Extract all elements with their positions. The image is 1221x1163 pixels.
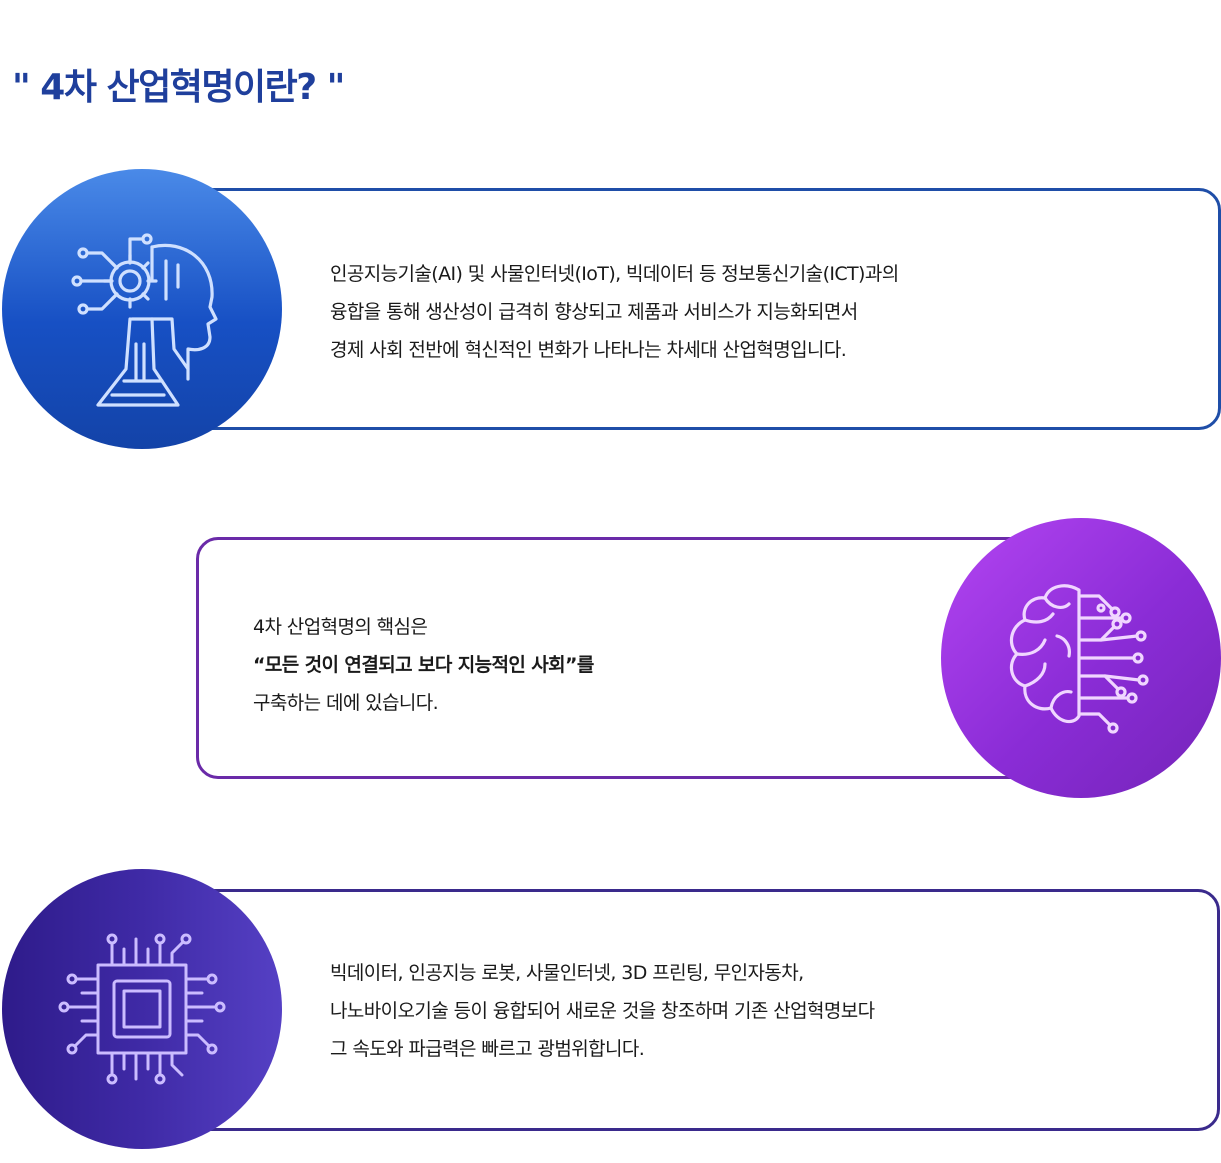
card-text: 빅데이터, 인공지능 로봇, 사물인터넷, 3D 프린팅, 무인자동차, 나노바… [330,954,875,1068]
card-text-line: 구축하는 데에 있습니다. [253,692,439,714]
card-text-line: 경제 사회 전반에 혁신적인 변화가 나타나는 차세대 산업혁명입니다. [330,339,847,361]
card-text-line: 나노바이오기술 등이 융합되어 새로운 것을 창조하며 기존 산업혁명보다 [330,1000,875,1022]
card-text-line: 그 속도와 파급력은 빠르고 광범위합니다. [330,1038,645,1060]
card-text-line: 인공지능기술(AI) 및 사물인터넷(IoT), 빅데이터 등 정보통신기술(I… [330,263,899,285]
page-title: " 4차 산업혁명이란? " [12,67,345,108]
card-text: 인공지능기술(AI) 및 사물인터넷(IoT), 빅데이터 등 정보통신기술(I… [330,255,899,369]
info-card-technologies: 빅데이터, 인공지능 로봇, 사물인터넷, 3D 프린팅, 무인자동차, 나노바… [140,889,1220,1131]
card-text-line: 융합을 통해 생산성이 급격히 향상되고 제품과 서비스가 지능화되면서 [330,301,858,323]
card-text: 4차 산업혁명의 핵심은 “모든 것이 연결되고 보다 지능적인 사회”를 구축… [253,608,594,722]
card-text-line: “모든 것이 연결되고 보다 지능적인 사회”를 [253,654,594,676]
info-card-definition: 인공지능기술(AI) 및 사물인터넷(IoT), 빅데이터 등 정보통신기술(I… [140,188,1221,430]
card-text-line: 빅데이터, 인공지능 로봇, 사물인터넷, 3D 프린팅, 무인자동차, [330,962,804,984]
microchip-icon [2,869,282,1149]
info-card-core: 4차 산업혁명의 핵심은 “모든 것이 연결되고 보다 지능적인 사회”를 구축… [196,537,1086,779]
ai-robot-head-icon [2,169,282,449]
card-text-line: 4차 산업혁명의 핵심은 [253,616,428,638]
brain-circuit-icon [941,518,1221,798]
